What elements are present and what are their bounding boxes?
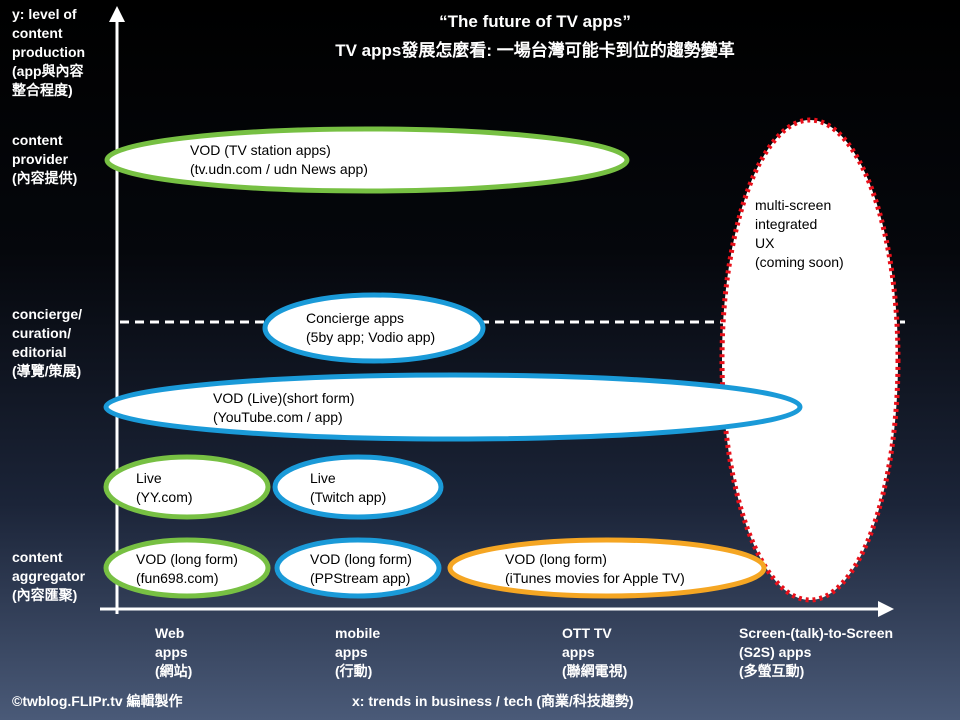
x-category-s2s: Screen-(talk)-to-Screen (S2S) apps (多螢互動… [739, 625, 894, 679]
footer-credit: ©twblog.FLIPr.tv 編輯製作 [12, 693, 183, 709]
ellipse-live-yy [103, 454, 271, 520]
ellipse-vod-ppstream [274, 537, 442, 599]
label-vod-fun698: VOD (long form) (fun698.com) [136, 551, 238, 586]
label-vod-ppstream: VOD (long form) (PPStream app) [310, 551, 412, 586]
label-vod-live-short: VOD (Live)(short form) (YouTube.com / ap… [213, 390, 355, 425]
title-line-2: TV apps發展怎麼看: 一場台灣可能卡到位的趨勢變革 [335, 41, 735, 60]
x-category-mobile: mobile apps (行動) [335, 625, 381, 679]
ellipse-vod-itunes [447, 537, 767, 599]
ellipse-vod-live-short [103, 372, 803, 442]
label-vod-tv-station: VOD (TV station apps) (tv.udn.com / udn … [190, 142, 368, 177]
label-live-twitch: Live (Twitch app) [310, 470, 387, 505]
x-axis-arrowhead [878, 601, 894, 617]
x-category-ott: OTT TV apps (聯網電視) [562, 625, 628, 679]
y-level-content-provider: content provider (內容提供) [12, 132, 78, 186]
label-live-yy: Live (YY.com) [136, 470, 193, 505]
ellipse-multi-screen [719, 117, 901, 603]
y-level-concierge: concierge/ curation/ editorial (導覽/策展) [12, 306, 83, 379]
label-concierge-apps: Concierge apps (5by app; Vodio app) [306, 310, 436, 345]
y-axis-arrowhead [109, 6, 125, 22]
x-axis-label: x: trends in business / tech (商業/科技趨勢) [352, 693, 634, 709]
label-vod-itunes: VOD (long form) (iTunes movies for Apple… [505, 551, 685, 586]
ellipse-vod-fun698 [103, 537, 271, 599]
title-line-1: “The future of TV apps” [439, 12, 631, 31]
label-multi-screen: multi-screen integrated UX (coming soon) [755, 197, 844, 270]
ellipse-live-twitch [272, 454, 444, 520]
ellipse-concierge-apps [262, 292, 486, 364]
y-level-aggregator: content aggregator (內容匯聚) [12, 549, 86, 603]
y-axis-label: y: level of content production (app與內容 整… [12, 6, 86, 98]
x-category-web: Web apps (網站) [155, 625, 193, 679]
ellipse-vod-tv-station [104, 126, 630, 194]
